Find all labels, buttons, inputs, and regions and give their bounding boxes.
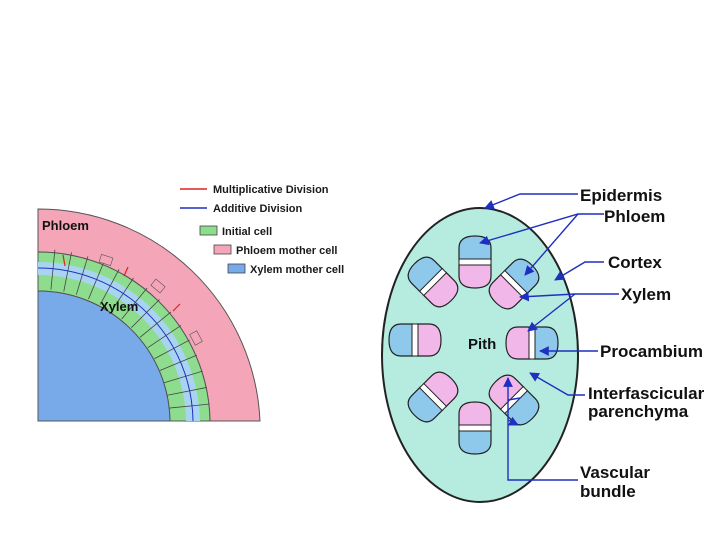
bundle-phloem: [422, 371, 459, 408]
legend-initial-swatch: [199, 225, 218, 236]
bundle-phloem: [458, 263, 492, 289]
cell-walls: [50, 249, 210, 409]
cell-wall: [167, 387, 207, 396]
cell-wall: [63, 252, 72, 292]
procambium-label: Procambium: [600, 342, 703, 361]
xylem-mother-ring: [38, 262, 200, 421]
bundle-xylem: [458, 235, 492, 261]
bundle-phloem: [458, 401, 492, 427]
cell-wall: [111, 277, 134, 312]
bundle-phloem: [505, 326, 531, 360]
bundle-xylem: [407, 386, 444, 423]
bundle-procambium: [418, 382, 448, 412]
bundle-procambium: [499, 385, 529, 415]
epidermis-label: Epidermis: [580, 186, 662, 205]
vascular-bundle: [505, 326, 559, 360]
cell-wall: [159, 354, 198, 371]
interfascicular-label-line2: parenchyma: [588, 402, 689, 421]
vascular-bundles: [388, 235, 559, 455]
bundle-xylem: [533, 326, 559, 360]
cell-wall: [121, 287, 148, 320]
phloem-label: Phloem: [42, 218, 89, 233]
cell-wall: [131, 299, 160, 328]
stem-cross-section: Pith: [381, 207, 579, 503]
additive-division-lines: [37, 267, 194, 422]
leader-lines: [479, 193, 619, 481]
legend-multiplicative: Multiplicative Division: [213, 184, 329, 196]
bundle-xylem: [407, 256, 444, 293]
vascular-label-line2: bundle: [580, 482, 636, 501]
cell-wall: [88, 261, 105, 300]
legend-additive: Additive Division: [213, 203, 303, 215]
interfascicular-label-line1: Interfascicular: [588, 384, 705, 403]
legend-xylem-mother-swatch: [227, 263, 246, 274]
bundle-phloem: [422, 271, 459, 308]
legend-xylem-mother: Xylem mother cell: [250, 264, 344, 276]
structure-labels: Epidermis Phloem Cortex Xylem Procambium…: [580, 186, 705, 501]
cell-wall: [169, 403, 210, 409]
pith-label: Pith: [468, 336, 496, 353]
bundle-phloem: [416, 323, 442, 357]
vascular-bundle: [407, 371, 459, 423]
cell-wall: [164, 370, 203, 384]
cell-wall: [139, 311, 172, 338]
legend: Multiplicative Division Additive Divisio…: [180, 184, 344, 276]
legend-phloem-mother: Phloem mother cell: [236, 245, 337, 257]
bundle-procambium: [418, 267, 448, 297]
vascular-bundle: [388, 323, 442, 357]
legend-phloem-mother-swatch: [213, 244, 232, 255]
cortex-label: Cortex: [608, 253, 662, 272]
bundle-procambium: [528, 326, 536, 360]
cell-wall: [154, 339, 190, 360]
vascular-label-line1: Vascular: [580, 463, 650, 482]
phloem-structure-label: Phloem: [604, 207, 665, 226]
cell-wall: [50, 249, 56, 290]
xylem-label: Xylem: [100, 299, 138, 314]
bundle-xylem: [458, 429, 492, 455]
legend-initial: Initial cell: [222, 226, 272, 238]
vascular-bundle: [458, 401, 492, 455]
bundle-procambium: [411, 323, 419, 357]
vascular-bundle: [407, 256, 459, 308]
xylem-band: [37, 290, 171, 422]
bundle-phloem: [488, 374, 525, 411]
multiplicative-division-lines: [62, 254, 181, 312]
cambium-quadrant-diagram: Phloem Xylem: [37, 208, 261, 422]
bundle-xylem: [388, 323, 414, 357]
vascular-bundle: [458, 235, 492, 289]
cell-wall: [75, 256, 89, 295]
bundle-phloem: [488, 273, 525, 310]
bundle-procambium: [458, 424, 492, 432]
cell-wall: [99, 269, 120, 305]
cell-wall: [147, 325, 182, 348]
bundle-procambium: [458, 258, 492, 266]
phloem-mother-cells: [98, 253, 203, 346]
xylem-structure-label: Xylem: [621, 285, 671, 304]
vascular-bundle: [488, 258, 540, 310]
